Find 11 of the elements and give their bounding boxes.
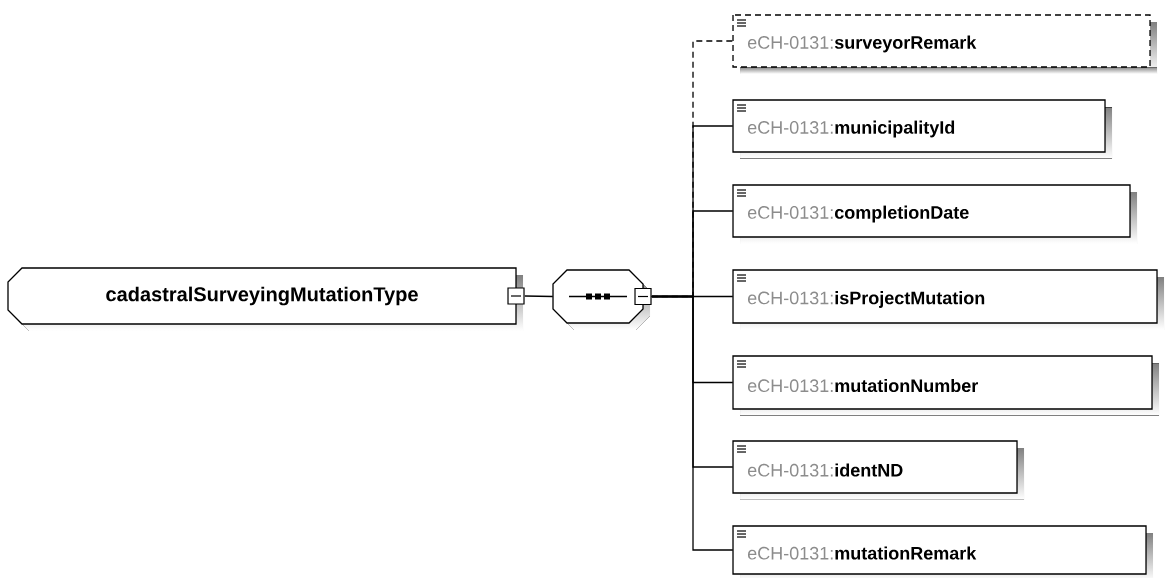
sequence-symbol <box>552 269 652 330</box>
element-box: eCH-0131:completionDate <box>732 184 1137 244</box>
element-box: eCH-0131: isProjectMutation <box>732 269 1164 330</box>
element-box: eCH-0131:mutationNumber <box>732 355 1159 416</box>
element-box: eCH-0131:surveyorRemark <box>732 14 1157 74</box>
connector-line <box>524 295 554 298</box>
element-box: eCH-0131: identND <box>732 440 1024 500</box>
complex-type-box: cadastralSurveyingMutationType <box>7 267 525 331</box>
element-box: eCH-0131:municipalityId <box>732 99 1112 159</box>
connector-line <box>651 295 734 551</box>
element-box: eCH-0131:mutationRemark <box>732 525 1153 578</box>
